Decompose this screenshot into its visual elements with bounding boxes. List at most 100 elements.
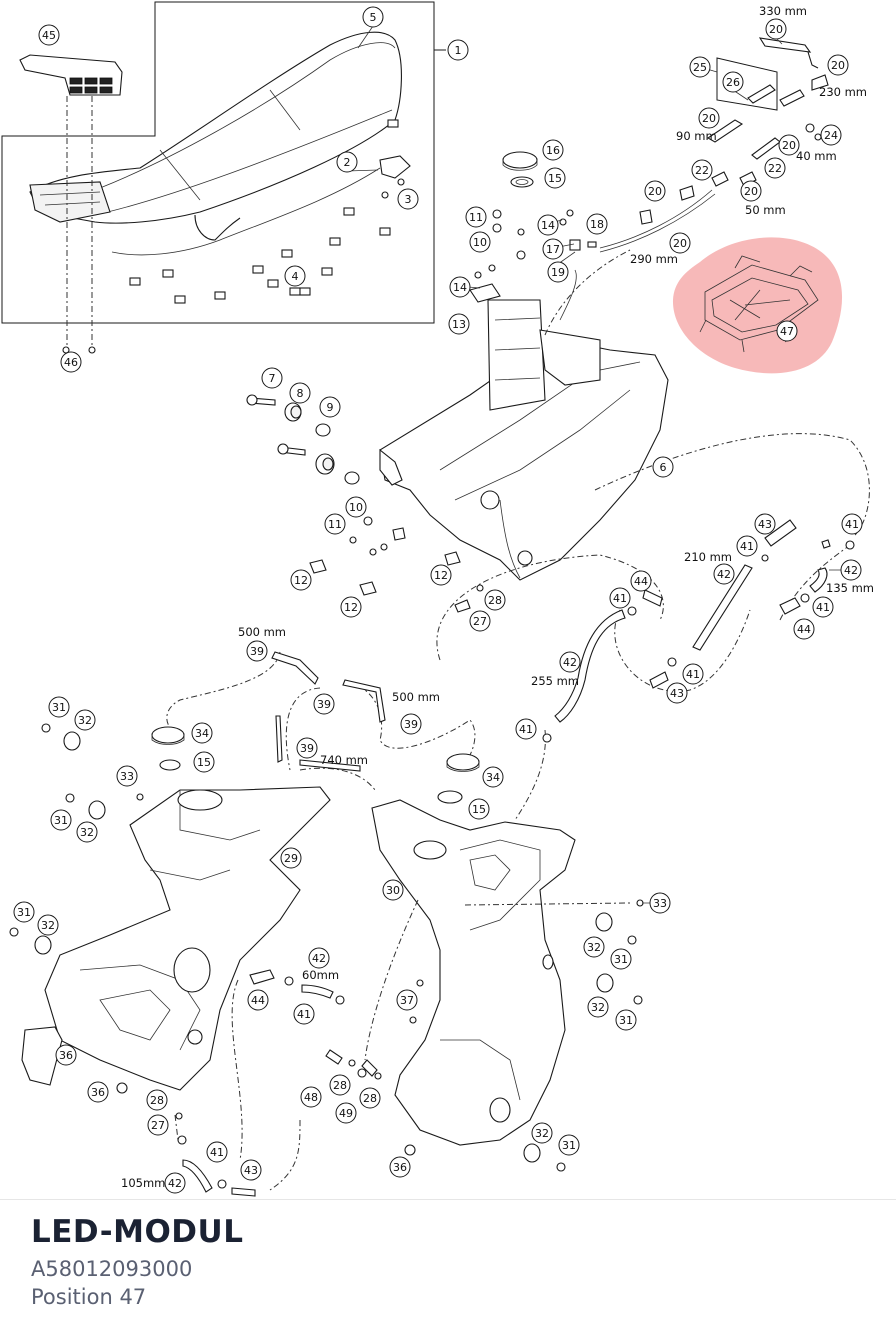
callout-number: 32 xyxy=(587,941,601,954)
callout-31: 31 xyxy=(13,901,35,923)
callout-circle xyxy=(206,1141,228,1163)
callout-circle xyxy=(764,157,786,179)
callout-36: 36 xyxy=(389,1156,411,1178)
callout-47[interactable]: 47 xyxy=(776,320,798,342)
callout-circle xyxy=(649,892,671,914)
callout-labels: 1234545461615111014171819141320252620202… xyxy=(13,6,863,1194)
callout-12: 12 xyxy=(340,596,362,618)
callout-number: 27 xyxy=(473,615,487,628)
callout-number: 42 xyxy=(844,564,858,577)
callout-circle xyxy=(389,1156,411,1178)
callout-circle xyxy=(13,901,35,923)
clip-37 xyxy=(409,979,424,1024)
callout-circle xyxy=(396,989,418,1011)
callout-circle xyxy=(615,1009,637,1031)
callout-18: 18 xyxy=(586,213,608,235)
callout-circle xyxy=(60,351,82,373)
callout-44: 44 xyxy=(247,989,269,1011)
callout-circle xyxy=(586,213,608,235)
dim-135: 135 mm xyxy=(826,581,874,595)
callout-circle xyxy=(290,569,312,591)
callout-number: 41 xyxy=(686,668,700,681)
small-parts-mid xyxy=(309,516,484,613)
fuel-cap-34-right xyxy=(446,753,480,772)
clips-4 xyxy=(129,119,399,304)
callout-circle xyxy=(38,24,60,46)
callout-43: 43 xyxy=(240,1159,262,1181)
callout-15: 15 xyxy=(468,798,490,820)
callout-number: 20 xyxy=(702,112,716,125)
callout-number: 42 xyxy=(563,656,577,669)
callout-circle xyxy=(329,1074,351,1096)
callout-number: 43 xyxy=(758,518,772,531)
exploded-parts-diagram: 1234545461615111014171819141320252620202… xyxy=(1,1,874,1197)
callout-31: 31 xyxy=(610,948,632,970)
callout-circle xyxy=(359,1087,381,1109)
callout-number: 36 xyxy=(59,1049,73,1062)
callout-number: 36 xyxy=(91,1086,105,1099)
callout-number: 42 xyxy=(168,1177,182,1190)
vent-hoses-top xyxy=(639,37,829,225)
callout-41: 41 xyxy=(609,587,631,609)
callout-25: 25 xyxy=(689,56,711,78)
callout-number: 32 xyxy=(41,919,55,932)
callout-32: 32 xyxy=(587,996,609,1018)
hoses-lower xyxy=(175,969,382,1197)
callout-number: 49 xyxy=(339,1107,353,1120)
callout-number: 13 xyxy=(452,318,466,331)
callout-circle xyxy=(430,564,452,586)
callout-32: 32 xyxy=(583,936,605,958)
callout-15: 15 xyxy=(544,167,566,189)
callout-number: 2 xyxy=(344,156,351,169)
callout-circle xyxy=(37,914,59,936)
callout-circle xyxy=(630,570,652,592)
callout-number: 41 xyxy=(816,601,830,614)
callout-28: 28 xyxy=(146,1089,168,1111)
callout-circle xyxy=(542,139,564,161)
callout-22: 22 xyxy=(691,159,713,181)
callout-number: 37 xyxy=(400,994,414,1007)
callout-circle xyxy=(336,151,358,173)
dim-40: 40 mm xyxy=(796,149,837,163)
callout-circle xyxy=(547,261,569,283)
callout-number: 22 xyxy=(695,164,709,177)
callout-number: 31 xyxy=(614,953,628,966)
callout-number: 3 xyxy=(405,193,412,206)
highlight-position-47[interactable] xyxy=(672,237,843,374)
callout-circle xyxy=(289,382,311,404)
callout-number: 28 xyxy=(488,594,502,607)
callout-circle xyxy=(335,1102,357,1124)
callout-number: 41 xyxy=(210,1146,224,1159)
callout-number: 10 xyxy=(473,236,487,249)
guard-36 xyxy=(21,1026,416,1156)
callout-circle xyxy=(324,513,346,535)
leader-right-tank xyxy=(174,899,631,1191)
callout-number: 41 xyxy=(845,518,859,531)
callout-number: 31 xyxy=(52,701,66,714)
callout-36: 36 xyxy=(87,1081,109,1103)
callout-11: 11 xyxy=(465,206,487,228)
callout-number: 44 xyxy=(797,623,811,636)
callout-44: 44 xyxy=(793,618,815,640)
callout-number: 14 xyxy=(541,219,555,232)
callout-36: 36 xyxy=(55,1044,77,1066)
callout-number: 31 xyxy=(54,814,68,827)
callout-number: 28 xyxy=(150,1094,164,1107)
callout-circle xyxy=(87,1081,109,1103)
callout-15: 15 xyxy=(193,751,215,773)
dim-290: 290 mm xyxy=(630,252,678,266)
callout-circle xyxy=(736,535,758,557)
callout-number: 31 xyxy=(562,1139,576,1152)
callout-32: 32 xyxy=(37,914,59,936)
callout-number: 20 xyxy=(831,59,845,72)
callout-42: 42 xyxy=(308,947,330,969)
dim-105: 105mm xyxy=(121,1176,165,1190)
callout-number: 10 xyxy=(349,501,363,514)
callout-circle xyxy=(587,996,609,1018)
callout-circle xyxy=(722,71,744,93)
callout-41: 41 xyxy=(515,718,537,740)
callout-43: 43 xyxy=(666,682,688,704)
callout-5: 5 xyxy=(362,6,384,28)
callout-number: 12 xyxy=(294,574,308,587)
callout-30: 30 xyxy=(382,879,404,901)
